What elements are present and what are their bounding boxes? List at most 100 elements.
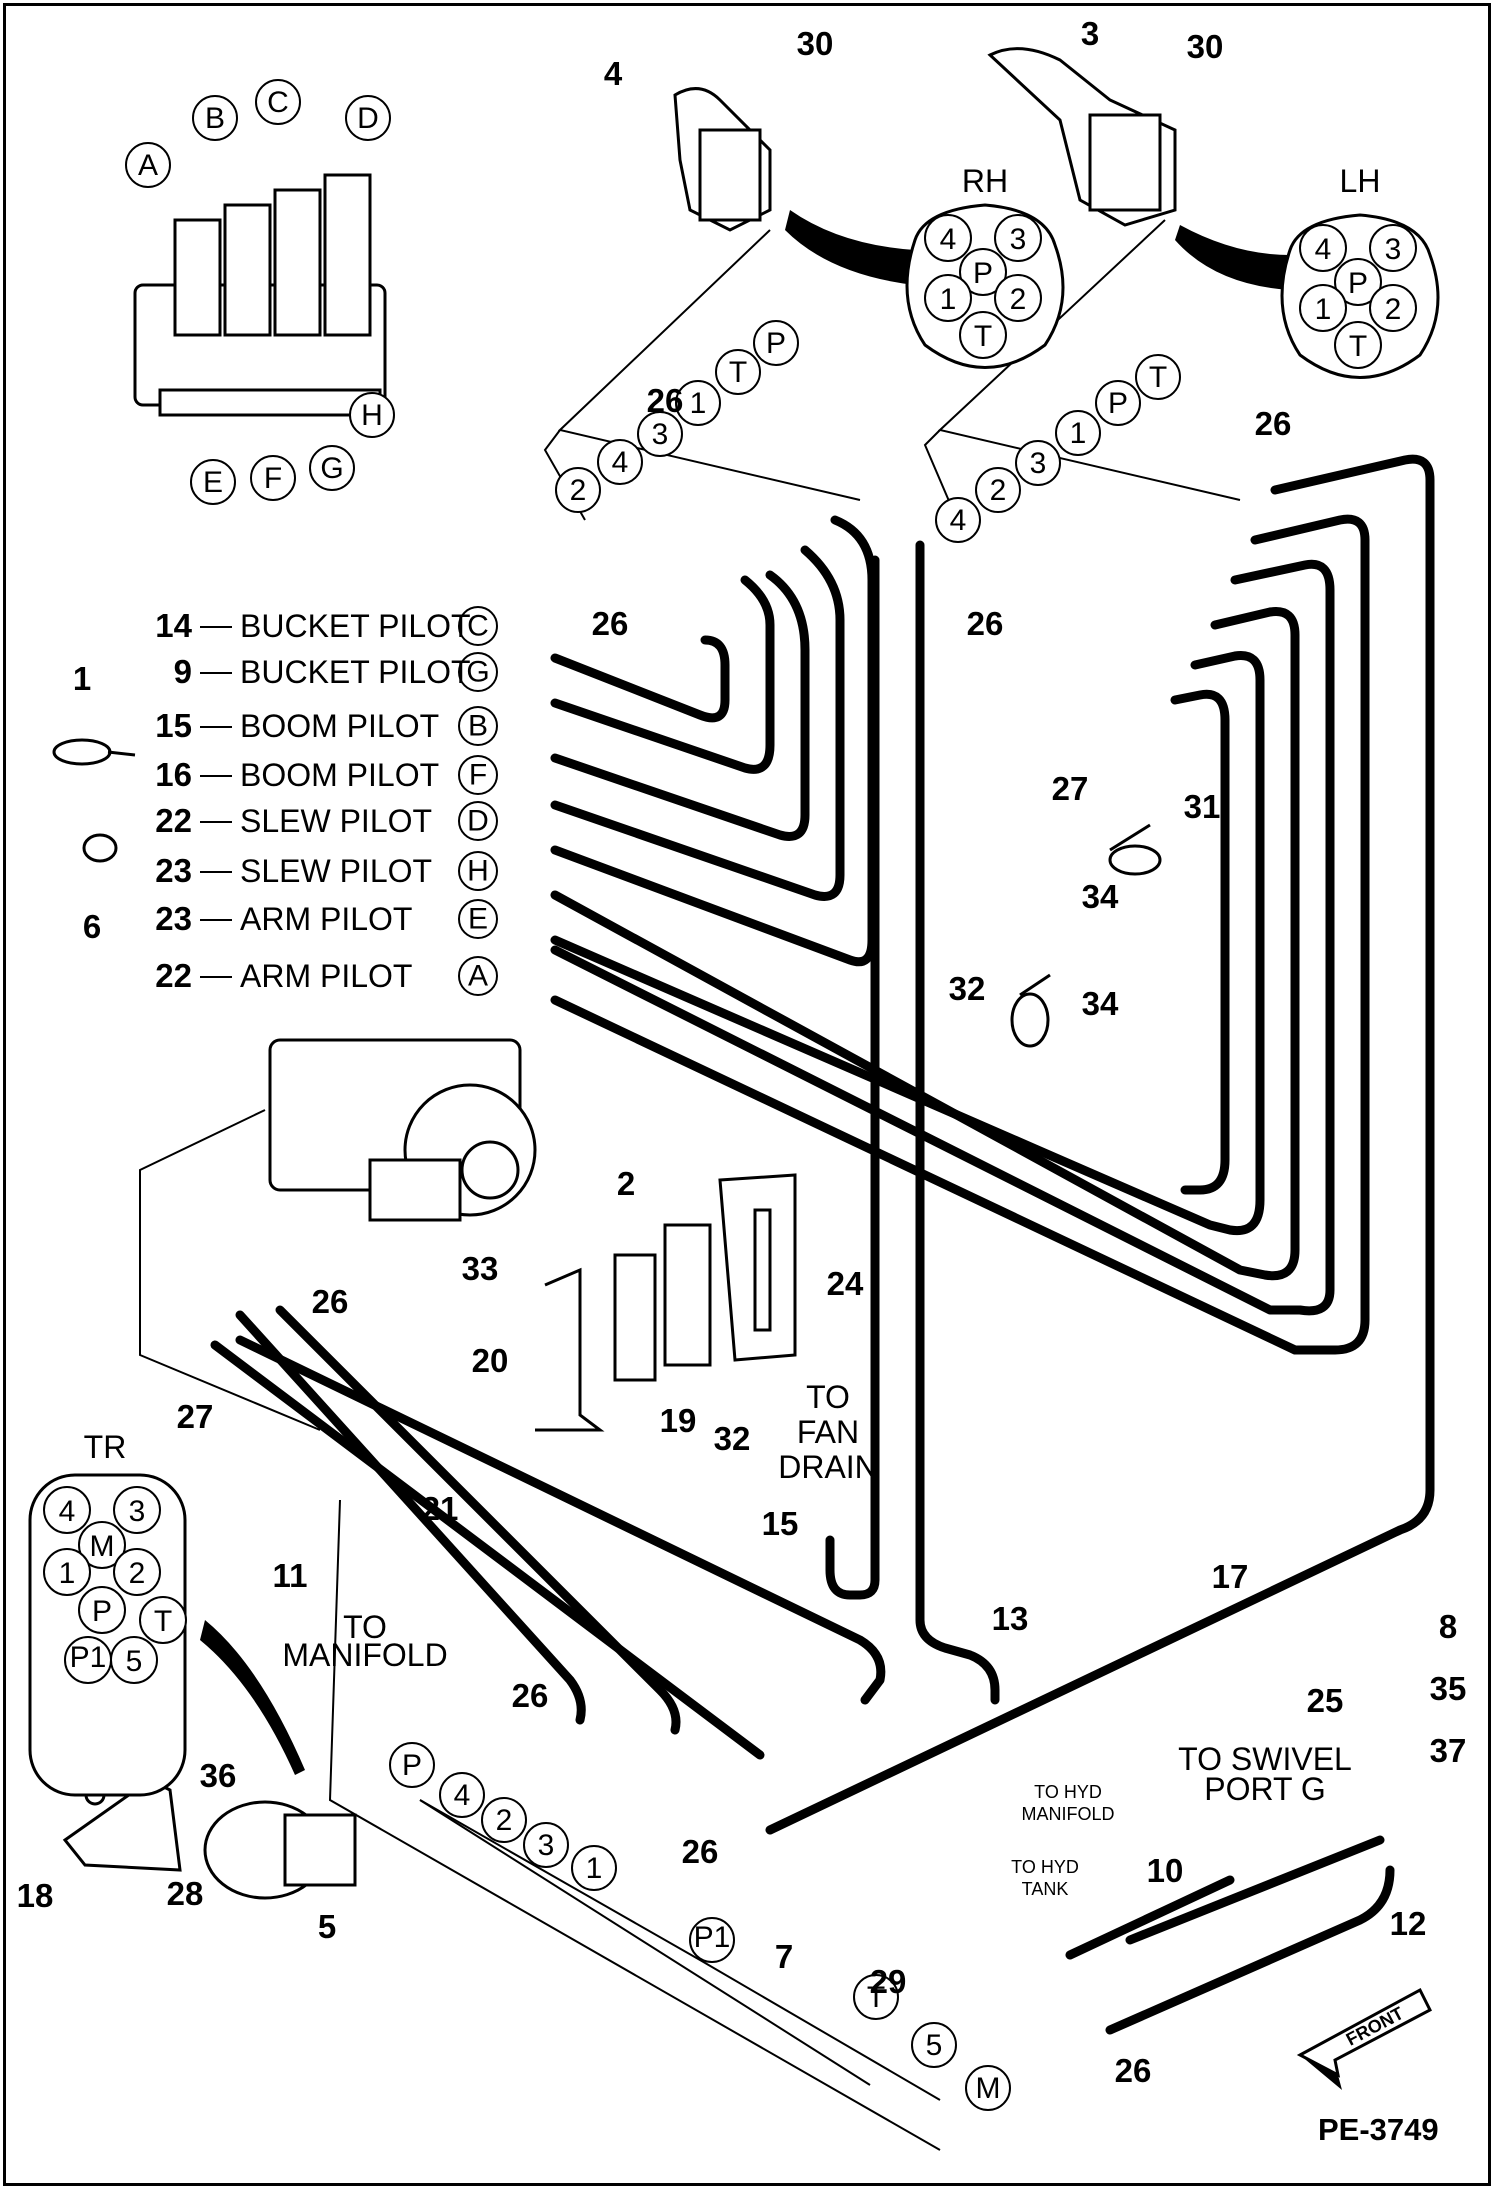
- note-fan-drain: TO: [806, 1379, 850, 1415]
- note-fan-drain: FAN: [797, 1414, 859, 1450]
- tr-view-port-ring: [78, 1586, 126, 1634]
- part-callout-3: 3: [1081, 15, 1099, 52]
- hose-bucket-pilot-c: [550, 635, 730, 723]
- note-hyd-manifold: TO HYD: [1034, 1782, 1102, 1802]
- lh-joystick-port-circle-label: 4: [950, 504, 967, 537]
- view-arrows: [200, 210, 1290, 1775]
- rh-joystick: [673, 87, 772, 232]
- rh-view-port-label: 2: [1010, 283, 1027, 316]
- pedal-port-circle-label: P: [402, 1749, 422, 1782]
- tr-view-port: 1: [43, 1548, 91, 1596]
- lh-joystick-port-circle-ring: [1135, 354, 1181, 400]
- tr-view-port-ring: [78, 1521, 126, 1569]
- valve-port-circle-label: D: [357, 102, 379, 135]
- tr-view-port-ring: [139, 1596, 187, 1644]
- rh-joystick-port-circle-label: 3: [652, 418, 669, 451]
- tr-view-port-label: P: [92, 1595, 112, 1628]
- part-callout-26: 26: [1255, 405, 1292, 442]
- valve-port-circle-label: F: [264, 462, 282, 495]
- pilot-line-name: BUCKET PILOT: [240, 654, 471, 690]
- valve-port-circle: C: [255, 79, 301, 125]
- part-callout-26: 26: [967, 605, 1004, 642]
- valve-port-circle-ring: [250, 455, 296, 501]
- lh-joystick-port-circle-label: P: [1108, 387, 1128, 420]
- pilot-port-circle-label: E: [468, 902, 488, 935]
- lh-view-port-ring: [1299, 224, 1347, 272]
- hose-bucket-pilot-g: [550, 575, 775, 774]
- pilot-line-name: ARM PILOT: [240, 958, 412, 994]
- lh-view-port-label: 2: [1385, 293, 1402, 326]
- tr-view-port: M: [78, 1521, 126, 1569]
- rh-view-port: P: [959, 248, 1007, 296]
- note-hyd-tank: TANK: [1022, 1879, 1069, 1899]
- lh-joystick-port-circle-label: 1: [1070, 417, 1087, 450]
- pilot-port-circle-ring: [458, 606, 498, 646]
- hose-pump-21a: [275, 1305, 681, 1735]
- part-callout-30: 30: [797, 25, 834, 62]
- hose-line-15-fan-drain: [825, 555, 880, 1600]
- pedal-port-circle: 3: [523, 1822, 569, 1868]
- hose-boom-pilot-b: [550, 570, 810, 841]
- pedal-port-circle: 2: [481, 1797, 527, 1843]
- pilot-port-circle-label: H: [467, 854, 489, 887]
- pilot-line-name: SLEW PILOT: [240, 853, 432, 889]
- part-callout-26: 26: [312, 1283, 349, 1320]
- valve-port-circle-ring: [255, 79, 301, 125]
- lh-view-port-ring: [1369, 224, 1417, 272]
- part-callout-1: 1: [73, 660, 91, 697]
- rh-view-port-label: T: [974, 320, 992, 353]
- pilot-port-circle: B: [458, 706, 498, 746]
- note-hyd-tank: TO HYD: [1011, 1857, 1079, 1877]
- pilot-port-circle-label: B: [468, 709, 488, 742]
- tr-view-title: TR: [84, 1429, 127, 1465]
- hose-lh-5: [550, 651, 1265, 1236]
- part-callout-17: 17: [1212, 1558, 1249, 1595]
- lh-view-port: 2: [1369, 284, 1417, 332]
- pilot-line-name: BOOM PILOT: [240, 708, 439, 744]
- bracket-20: [535, 1267, 605, 1432]
- part-callout-27: 27: [177, 1398, 214, 1435]
- tr-view-port-ring: [43, 1486, 91, 1534]
- rh-joystick-port-circle-ring: [675, 380, 721, 426]
- pilot-port-circle-ring: [458, 652, 498, 692]
- pilot-line-number: 22: [155, 957, 192, 994]
- pilot-line-name: ARM PILOT: [240, 901, 412, 937]
- valve-port-circle-label: A: [138, 149, 158, 182]
- lh-view-port: T: [1334, 321, 1382, 369]
- valve-port-circle-ring: [345, 95, 391, 141]
- tie-strap-1: [52, 738, 136, 766]
- valve-port-circle: E: [190, 459, 236, 505]
- valve-port-circle-label: H: [361, 399, 383, 432]
- clamp-34-upper: [1108, 823, 1162, 876]
- tr-view-port-label: 1: [59, 1557, 76, 1590]
- pedal-port-circle-label: 3: [538, 1829, 555, 1862]
- part-callout-34: 34: [1082, 878, 1119, 915]
- pilot-line-number: 15: [155, 707, 192, 744]
- pedal-port-circle-ring: [481, 1797, 527, 1843]
- rh-joystick-port-circle-ring: [555, 467, 601, 513]
- hose-lh-2: [550, 514, 1370, 1355]
- tr-view-port: T: [139, 1596, 187, 1644]
- rh-joystick-port-circle-label: T: [729, 356, 747, 389]
- lower-port-circle-label: 5: [926, 2029, 943, 2062]
- part-callout-4: 4: [604, 55, 623, 92]
- rh-joystick-port-circle: T: [715, 349, 761, 395]
- lower-port-circle: M: [965, 2065, 1011, 2111]
- part-callout-18: 18: [17, 1877, 54, 1914]
- valve-port-circle-ring: [309, 445, 355, 491]
- lh-view-port-ring: [1369, 284, 1417, 332]
- rh-view-port-ring: [924, 274, 972, 322]
- valve-port-circle-label: G: [320, 452, 343, 485]
- rh-joystick-port-circle-ring: [753, 320, 799, 366]
- tr-view-port-label: P1: [70, 1641, 107, 1674]
- hose-line-13: [915, 540, 1000, 1705]
- pump: [268, 1038, 537, 1222]
- rh-view-title: RH: [962, 163, 1008, 199]
- hose-pump-21b: [235, 1335, 886, 1705]
- plug-6: [82, 833, 118, 863]
- rh-view-port: 2: [994, 274, 1042, 322]
- valve-port-circle-ring: [349, 392, 395, 438]
- drawing-reference: PE-3749: [1318, 2112, 1439, 2147]
- lh-view-port: 4: [1299, 224, 1347, 272]
- pilot-port-circle-label: G: [466, 655, 489, 688]
